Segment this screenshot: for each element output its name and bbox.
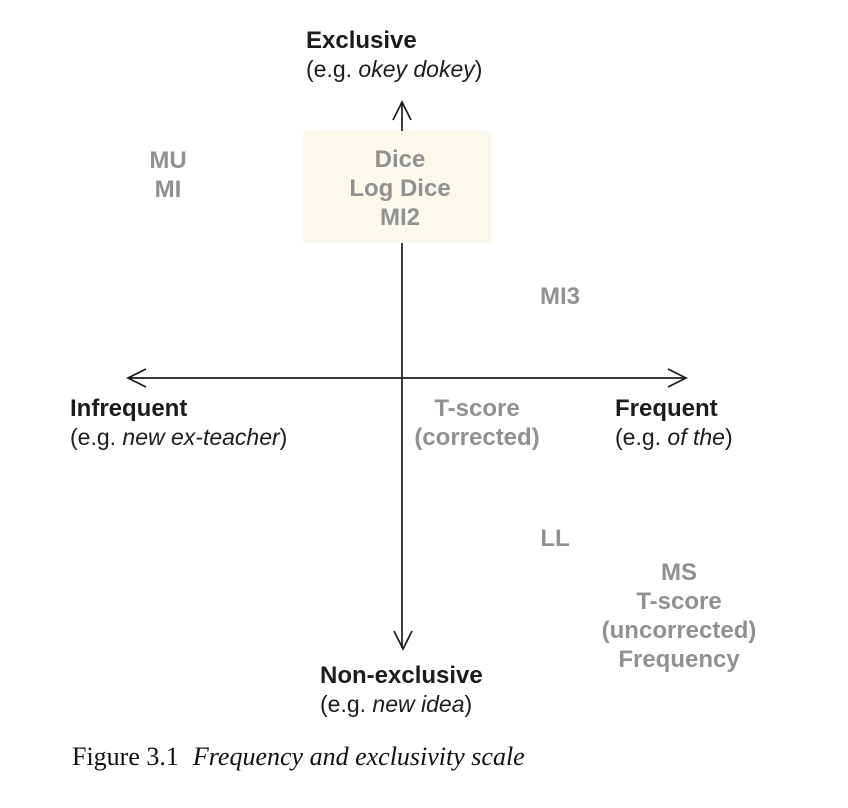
- eg-open: (e.g.: [306, 56, 359, 82]
- eg-close: ): [474, 56, 483, 82]
- measure-label-ms: MS: [661, 559, 697, 586]
- axis-name-non-exclusive: Non-exclusive: [320, 662, 483, 689]
- figure-caption: Figure 3.1 Frequency and exclusivity scal…: [72, 742, 525, 772]
- eg-close: ): [464, 691, 473, 717]
- eg-open: (e.g.: [320, 691, 373, 717]
- measure-group-top-center: Dice Log Dice MI2: [300, 145, 500, 232]
- eg-phrase: new idea: [372, 691, 465, 717]
- axis-example-infrequent: (e.g. new ex-teacher): [70, 423, 287, 452]
- measure-label-t-score-corrected: T-score: [434, 395, 520, 422]
- figure-caption-title: Frequency and exclusivity scale: [192, 742, 525, 771]
- eg-open: (e.g.: [70, 424, 123, 450]
- measure-group-upper-left: MU MI: [118, 146, 218, 204]
- axis-label-frequent: Frequent (e.g. of the): [615, 394, 733, 452]
- axis-name-exclusive: Exclusive: [306, 27, 417, 54]
- measure-label-mu: MU: [149, 147, 187, 174]
- axis-label-exclusive: Exclusive (e.g. okey dokey): [306, 26, 482, 84]
- axis-label-infrequent: Infrequent (e.g. new ex-teacher): [70, 394, 287, 452]
- arrowhead-down-icon: [393, 630, 413, 651]
- eg-phrase: of the: [667, 424, 725, 450]
- eg-phrase: new ex-teacher: [122, 424, 280, 450]
- measure-label-log-dice: Log Dice: [349, 175, 451, 202]
- measure-label-mi: MI: [154, 176, 182, 203]
- axis-example-exclusive: (e.g. okey dokey): [306, 55, 482, 84]
- axis-label-non-exclusive: Non-exclusive (e.g. new idea): [320, 661, 483, 719]
- arrowhead-up-icon: [392, 100, 412, 121]
- axis-example-non-exclusive: (e.g. new idea): [320, 690, 483, 719]
- arrowhead-right-icon: [667, 368, 688, 388]
- eg-close: ): [724, 424, 733, 450]
- measure-label-mi3: MI3: [539, 283, 580, 310]
- measure-label-t-score-corrected-paren: (corrected): [414, 424, 540, 451]
- axis-example-frequent: (e.g. of the): [615, 423, 733, 452]
- measure-label-mi2: MI2: [379, 204, 420, 231]
- axis-name-infrequent: Infrequent: [70, 395, 188, 422]
- measure-label-dice: Dice: [374, 146, 426, 173]
- measure-group-center: T-score (corrected): [397, 394, 557, 452]
- axis-name-frequent: Frequent: [615, 395, 718, 422]
- measure-group-upper-right: MI3: [510, 282, 610, 311]
- eg-open: (e.g.: [615, 424, 668, 450]
- measure-label-frequency: Frequency: [618, 646, 740, 673]
- measure-label-ll: LL: [540, 525, 570, 552]
- measure-label-t-score-uncorrected: T-score: [636, 588, 722, 615]
- dice-highlight-box: [303, 131, 491, 243]
- arrowhead-left-icon: [126, 368, 147, 388]
- measure-label-uncorrected-paren: (uncorrected): [601, 617, 757, 644]
- eg-phrase: okey dokey: [358, 56, 475, 82]
- eg-close: ): [279, 424, 288, 450]
- figure-caption-number: Figure 3.1: [72, 742, 179, 771]
- measure-group-lower-right-inner: LL: [515, 524, 595, 553]
- measure-group-lower-right-outer: MS T-score (uncorrected) Frequency: [579, 558, 779, 674]
